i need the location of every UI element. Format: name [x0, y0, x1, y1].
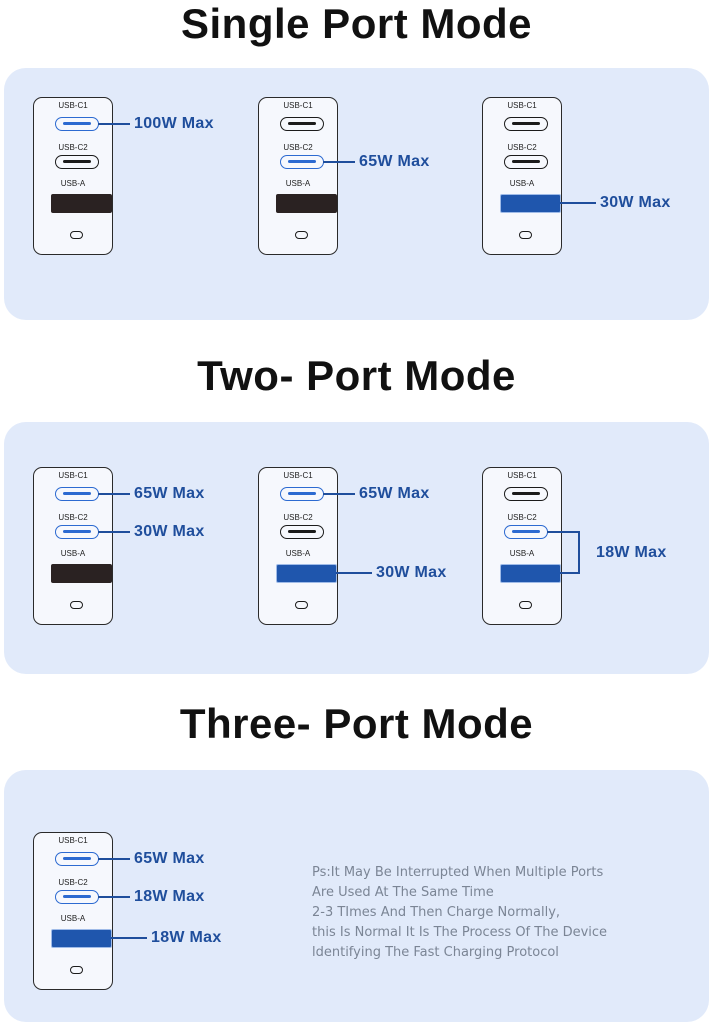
note-line: ldentifying The Fast Charging Protocol — [312, 945, 559, 960]
usb-c2-port-icon — [504, 155, 548, 169]
usb-c2-port-icon — [280, 155, 324, 169]
usb-c2-port-icon — [504, 525, 548, 539]
usb-c1-port-icon — [55, 487, 99, 501]
usb-c1-label: USB-C1 — [283, 471, 313, 480]
connector-line — [560, 202, 596, 204]
usb-c1-port-icon — [280, 487, 324, 501]
charging-protocol-note: Ps:It May Be Interrupted When Multiple P… — [312, 863, 707, 963]
usb-a-port-icon — [276, 564, 337, 583]
single-port-mode-panel — [4, 68, 709, 320]
c1-output-label: 65W Max — [134, 485, 205, 502]
connector-line — [98, 896, 130, 898]
note-line: Are Used At The Same Time — [312, 885, 494, 900]
usb-c2-port-icon — [55, 890, 99, 904]
three-port-mode-title: Three- Port Mode — [179, 700, 534, 747]
connector-line — [98, 531, 130, 533]
note-line: this Is Normal It Is The Process Of The … — [312, 925, 608, 940]
connector-line — [323, 493, 355, 495]
usb-c2-label: USB-C2 — [58, 513, 88, 522]
a-output-label: 18W Max — [151, 929, 222, 946]
usb-c1-label: USB-C1 — [58, 836, 88, 845]
c2-output-label: 30W Max — [134, 523, 205, 540]
usb-c2-label: USB-C2 — [58, 878, 88, 887]
usb-a-port-icon — [51, 929, 112, 948]
input-port-icon — [295, 231, 308, 239]
connector-line — [98, 493, 130, 495]
usb-c1-port-icon — [280, 117, 324, 131]
usb-c1-port-icon — [504, 487, 548, 501]
usb-a-port-icon — [51, 194, 112, 213]
note-line: Ps:It May Be Interrupted When Multiple P… — [312, 865, 604, 880]
c2-output-label: 18W Max — [134, 888, 205, 905]
usb-c1-label: USB-C1 — [58, 471, 88, 480]
usb-a-port-icon — [500, 194, 561, 213]
connector-line — [98, 858, 130, 860]
input-port-icon — [519, 231, 532, 239]
a-output-label: 30W Max — [600, 194, 671, 211]
usb-a-label: USB-A — [60, 549, 86, 558]
usb-c2-label: USB-C2 — [283, 143, 313, 152]
connector-line — [336, 572, 372, 574]
usb-c2-label: USB-C2 — [58, 143, 88, 152]
c1-output-label: 65W Max — [134, 850, 205, 867]
c1-output-label: 65W Max — [359, 485, 430, 502]
c2-output-label: 65W Max — [359, 153, 430, 170]
usb-a-port-icon — [276, 194, 337, 213]
usb-c1-port-icon — [504, 117, 548, 131]
usb-a-label: USB-A — [285, 549, 311, 558]
usb-a-port-icon — [500, 564, 561, 583]
input-port-icon — [70, 231, 83, 239]
usb-c1-port-icon — [55, 117, 99, 131]
connector-line — [547, 531, 578, 533]
usb-c1-label: USB-C1 — [58, 101, 88, 110]
input-port-icon — [295, 601, 308, 609]
connector-line — [98, 123, 130, 125]
usb-a-port-icon — [51, 564, 112, 583]
connector-line — [560, 572, 578, 574]
shared-output-label: 18W Max — [596, 543, 667, 561]
a-output-label: 30W Max — [376, 564, 447, 581]
usb-c2-port-icon — [280, 525, 324, 539]
connector-line — [578, 531, 580, 574]
connector-line — [323, 161, 355, 163]
connector-line — [111, 937, 147, 939]
note-line: 2-3 TImes And Then Charge Normally, — [312, 905, 561, 920]
c1-output-label: 100W Max — [134, 115, 214, 132]
usb-c1-port-icon — [55, 852, 99, 866]
usb-c1-label: USB-C1 — [507, 101, 537, 110]
usb-c2-label: USB-C2 — [283, 513, 313, 522]
usb-a-label: USB-A — [509, 549, 535, 558]
input-port-icon — [519, 601, 532, 609]
input-port-icon — [70, 601, 83, 609]
usb-c1-label: USB-C1 — [283, 101, 313, 110]
input-port-icon — [70, 966, 83, 974]
usb-a-label: USB-A — [285, 179, 311, 188]
usb-a-label: USB-A — [60, 179, 86, 188]
two-port-mode-panel — [4, 422, 709, 674]
usb-c1-label: USB-C1 — [507, 471, 537, 480]
usb-c2-label: USB-C2 — [507, 143, 537, 152]
usb-c2-port-icon — [55, 525, 99, 539]
usb-a-label: USB-A — [60, 914, 86, 923]
single-port-mode-title: Single Port Mode — [180, 0, 532, 47]
usb-c2-port-icon — [55, 155, 99, 169]
two-port-mode-title: Two- Port Mode — [197, 352, 516, 399]
usb-c2-label: USB-C2 — [507, 513, 537, 522]
usb-a-label: USB-A — [509, 179, 535, 188]
